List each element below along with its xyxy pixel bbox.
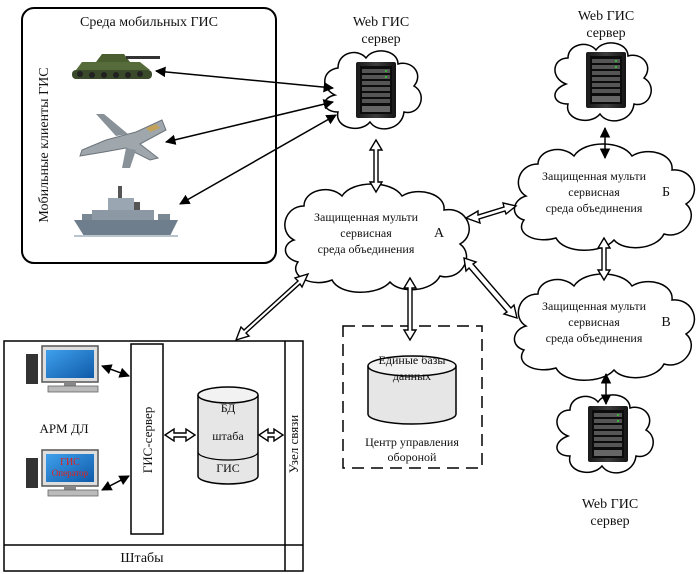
gis-server-bar: ГИС-сервер [130,343,164,535]
svg-text:данных: данных [393,369,431,383]
hq-database-icon [197,386,259,485]
svg-text:сервисная: сервисная [340,226,392,240]
svg-text:среда объединения: среда объединения [546,331,643,345]
svg-text:Центр управления: Центр управления [365,435,459,449]
svg-text:сервер: сервер [586,26,625,41]
server-rack-icon [588,406,628,462]
tank-icon [72,54,160,79]
svg-text:среда объединения: среда объединения [546,201,643,215]
svg-text:штаба: штаба [212,429,244,443]
svg-text:Защищенная мульти: Защищенная мульти [542,169,647,183]
web-gis-server-bottom-right: Web ГИС сервер [556,394,654,529]
control-center: Единые базы данных Центр управления обор… [342,325,483,469]
comm-node-label: Узел связи [286,415,301,474]
svg-text:БД: БД [221,401,236,415]
web-gis-server-top-right: Web ГИС сервер [554,9,652,122]
connectors [101,66,612,491]
svg-text:сервер: сервер [590,514,629,529]
workstation-monitor [26,345,99,393]
cloud-v: Защищенная мульти сервисная среда объеди… [513,273,696,381]
svg-text:сервисная: сервисная [568,315,620,329]
hq-label: Штабы [120,551,164,566]
svg-text:ГИС-сервер: ГИС-сервер [140,407,155,473]
svg-text:ГИС: ГИС [216,461,240,475]
svg-text:Web ГИС: Web ГИС [353,15,409,30]
svg-text:Защищенная мульти: Защищенная мульти [542,299,647,313]
cloud-letter: А [434,226,445,241]
svg-text:Защищенная мульти: Защищенная мульти [314,210,419,224]
server-rack-icon [586,52,626,108]
svg-text:Web ГИС: Web ГИС [582,497,638,512]
web-gis-server-top-center: Web ГИС сервер [324,15,422,130]
warship-icon [74,186,178,237]
gis-operator-monitor [26,449,99,497]
svg-text:сервер: сервер [361,32,400,47]
svg-text:обороной: обороной [388,450,438,464]
svg-text:среда объединения: среда объединения [318,242,415,256]
cloud-letter: Б [662,185,670,200]
hollow-arrows [163,138,612,443]
cloud-b: Защищенная мульти сервисная среда объеди… [513,143,696,251]
workstation-label: АРМ ДЛ [39,421,88,436]
monitor-text-gis: ГИС [60,457,80,468]
monitor-text-operator: Оператор [52,468,89,478]
svg-text:сервисная: сервисная [568,185,620,199]
mobile-clients-label: Мобильные клиенты ГИС [37,67,52,222]
unified-database-icon [367,355,457,425]
fighter-jet-icon [79,114,167,168]
mobile-env-title: Среда мобильных ГИС [80,15,218,30]
server-rack-icon [356,62,396,118]
svg-text:Web ГИС: Web ГИС [578,9,634,24]
cloud-letter: В [661,315,670,330]
cloud-a: Защищенная мульти сервисная среда объеди… [284,183,470,293]
svg-text:Единые базы: Единые базы [379,353,446,367]
